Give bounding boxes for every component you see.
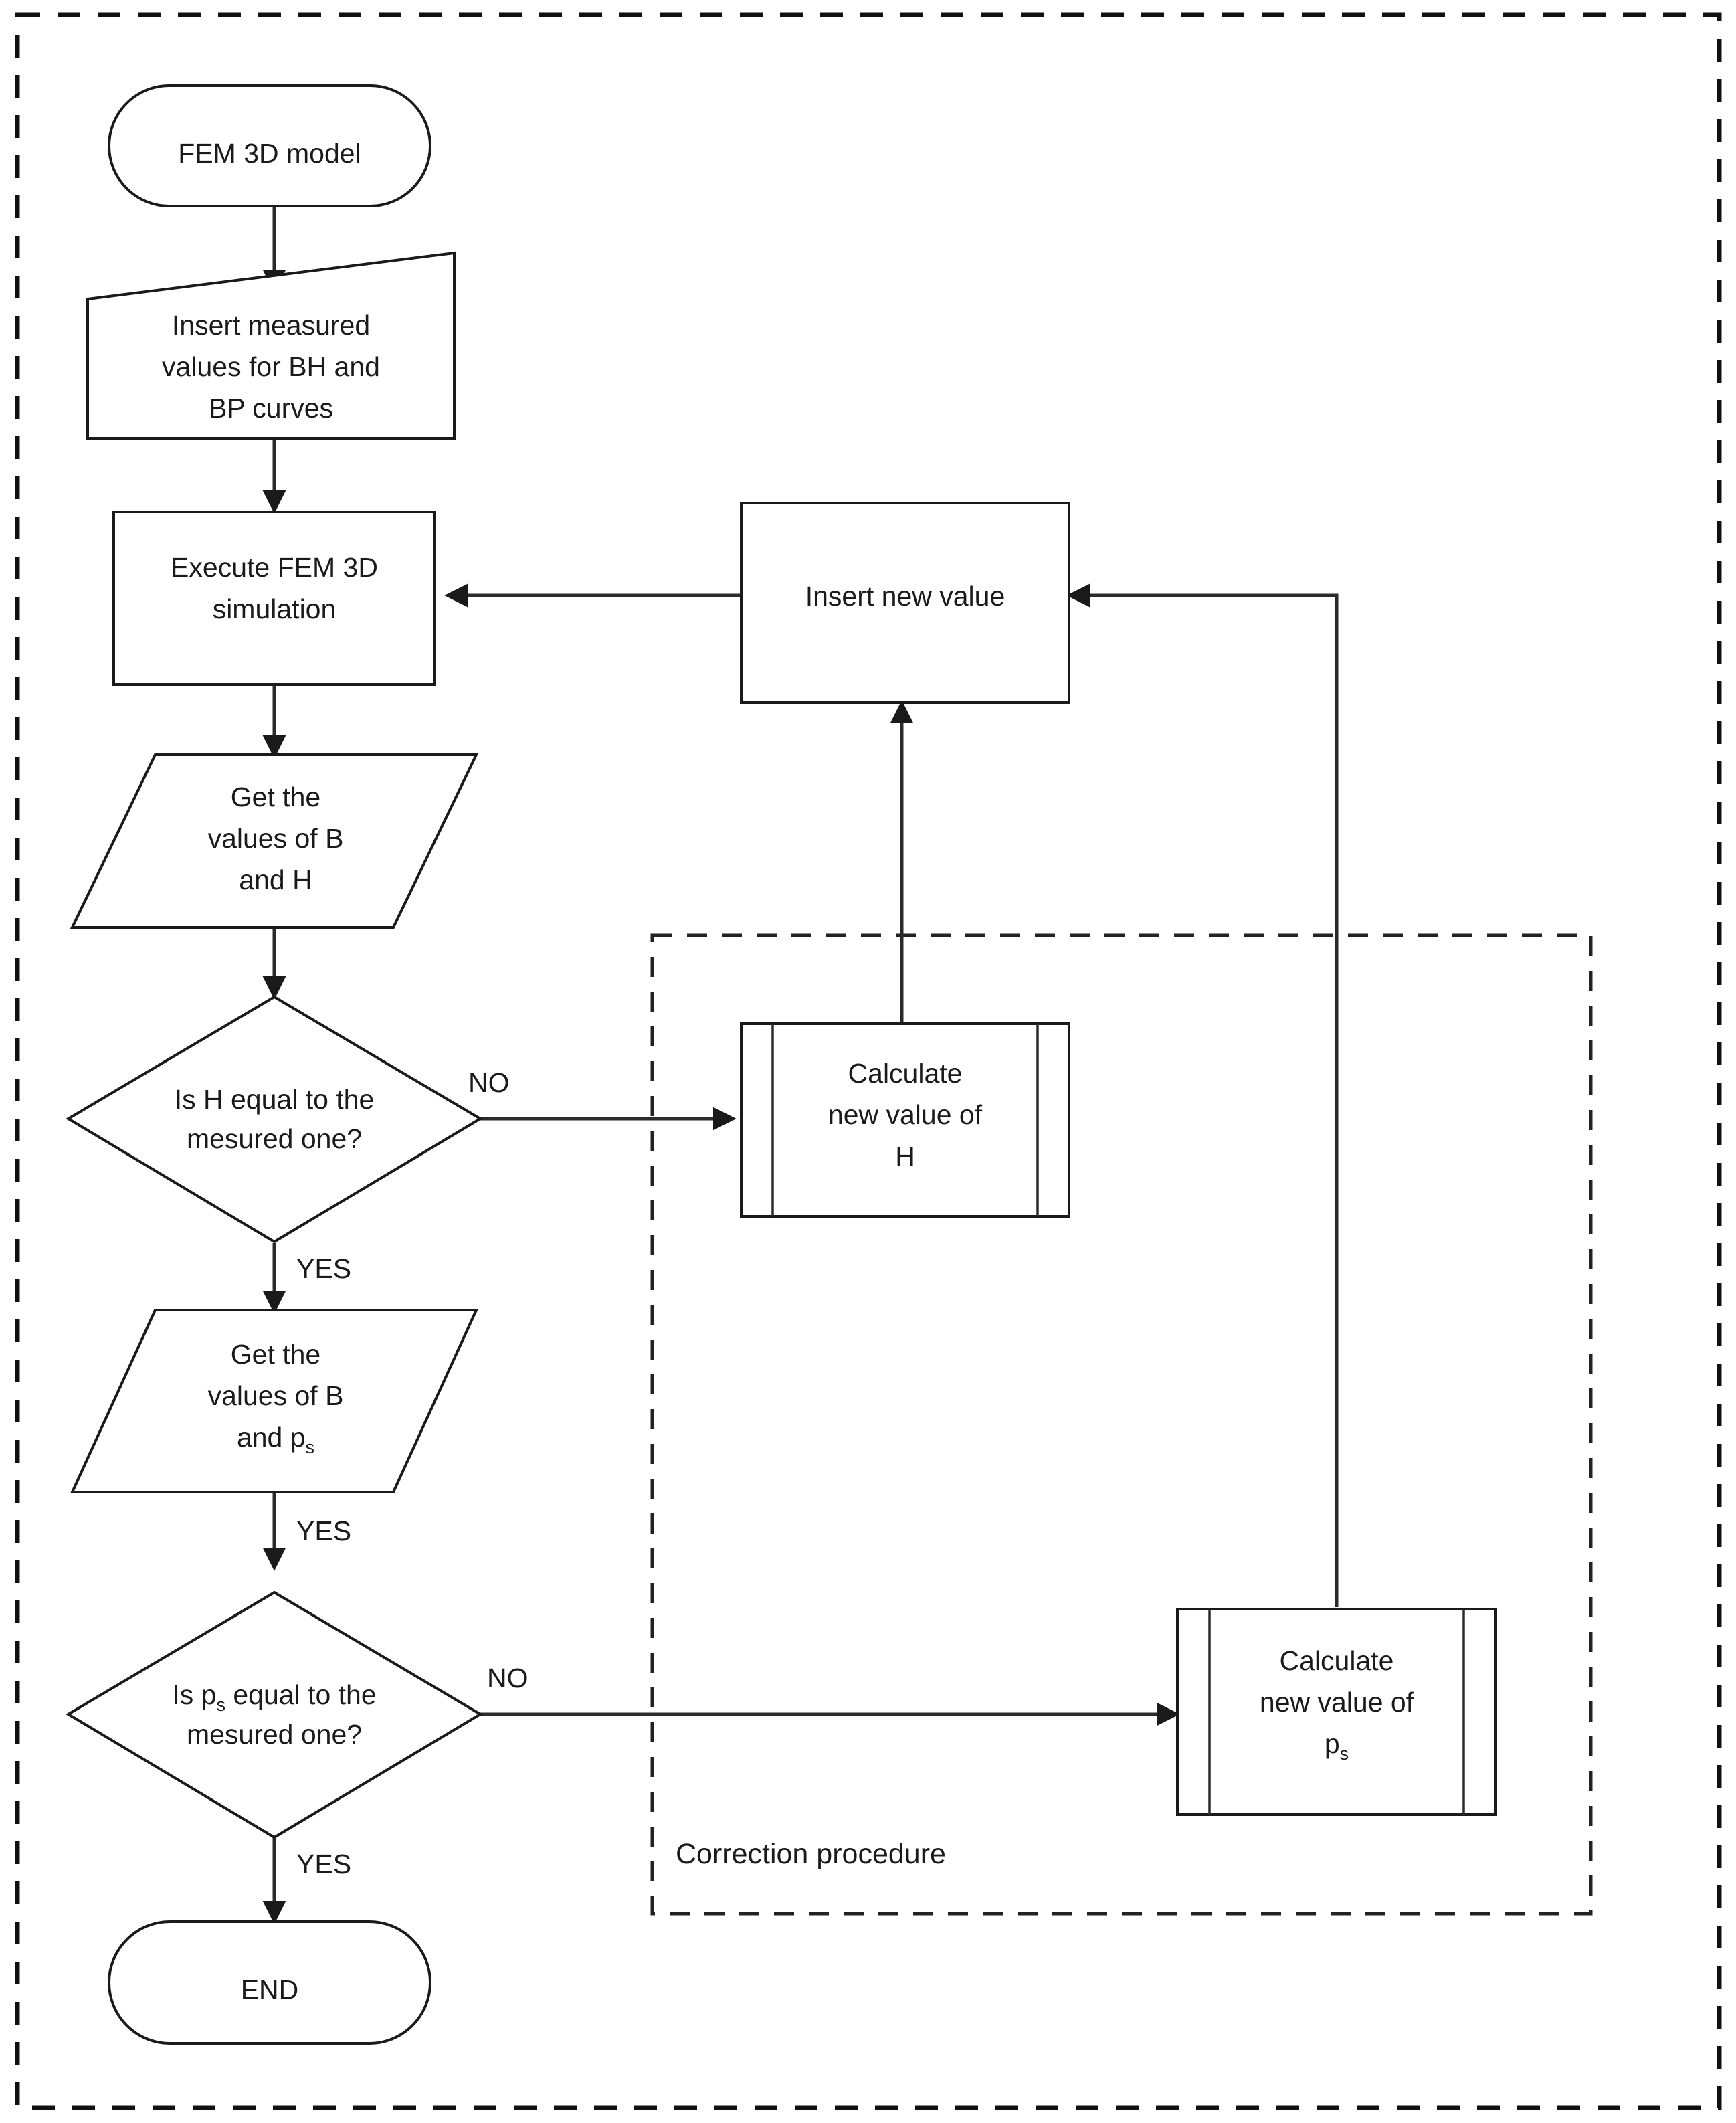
node-calc-h-line3: H	[895, 1141, 915, 1172]
node-calc-ps-line3: ps	[1325, 1728, 1349, 1764]
node-calc-h-line2: new value of	[828, 1099, 983, 1130]
correction-procedure-label: Correction procedure	[676, 1838, 946, 1870]
node-decision-h-line2: mesured one?	[187, 1123, 362, 1154]
node-insert-measured-line3: BP curves	[209, 393, 333, 424]
edge-label-decision-h-yes: YES	[296, 1253, 351, 1284]
node-get-bh-line1: Get the	[231, 781, 320, 812]
edge-label-decision-h-no: NO	[468, 1067, 510, 1098]
edge-calc-ps-to-insert-new-value	[1066, 583, 1339, 1607]
node-decision-ps-shape[interactable]	[66, 1590, 483, 1839]
node-decision-h-line1: Is H equal to the	[175, 1084, 375, 1115]
node-start-label: FEM 3D model	[178, 138, 361, 169]
node-calc-ps-line1: Calculate	[1280, 1645, 1394, 1676]
edge-label-decision-ps-no: NO	[487, 1663, 528, 1693]
node-calc-h-line1: Calculate	[848, 1058, 963, 1089]
node-execute-simulation-line2: simulation	[213, 593, 336, 624]
correction-procedure-group	[650, 933, 1593, 1916]
node-decision-ps-line2: mesured one?	[187, 1719, 362, 1750]
node-get-bps-line3-subscript: s	[306, 1437, 315, 1457]
node-decision-ps-line1: Is ps equal to the	[172, 1679, 376, 1715]
node-get-bps-line2: values of B	[208, 1380, 344, 1411]
node-get-bh-line2: values of B	[208, 823, 344, 854]
node-insert-measured-line1: Insert measured	[172, 310, 370, 341]
node-get-bps-shape[interactable]	[70, 1309, 479, 1493]
node-insert-measured-shape[interactable]	[86, 251, 456, 440]
outer-dashed-frame	[15, 12, 1722, 2110]
node-execute-simulation-line1: Execute FEM 3D	[171, 552, 378, 583]
node-calc-ps-line2: new value of	[1260, 1687, 1414, 1718]
node-get-bps-line1: Get the	[231, 1339, 320, 1370]
node-get-bh-shape[interactable]	[70, 753, 479, 929]
node-calc-ps-line3-subscript: s	[1340, 1744, 1349, 1764]
node-get-bps-line3: and ps	[237, 1422, 314, 1457]
node-calc-ps-line3-main: p	[1325, 1728, 1340, 1759]
node-end-terminator[interactable]	[108, 1920, 431, 2045]
node-decision-h-shape[interactable]	[66, 995, 483, 1244]
edge-label-decision-ps-yes: YES	[296, 1849, 351, 1879]
node-calc-h-shape[interactable]	[740, 1022, 1070, 1218]
node-start-terminator[interactable]	[108, 84, 431, 207]
node-decision-ps-line1-post: equal to the	[225, 1679, 377, 1710]
node-get-bh-line3: and H	[239, 864, 312, 895]
node-calc-ps-shape[interactable]	[1176, 1608, 1497, 1816]
edge-label-get-bps-yes: YES	[296, 1515, 351, 1546]
node-get-bps-line3-main: and p	[237, 1422, 306, 1453]
node-decision-ps-line1-pre: Is p	[172, 1679, 216, 1710]
node-insert-measured-line2: values for BH and	[162, 351, 380, 382]
node-execute-simulation-shape[interactable]	[112, 511, 436, 686]
node-end-label: END	[241, 1974, 299, 2005]
node-decision-ps-line1-subscript: s	[216, 1695, 225, 1715]
node-insert-new-value-label: Insert new value	[805, 581, 1005, 612]
node-insert-new-value-shape[interactable]	[740, 502, 1070, 704]
